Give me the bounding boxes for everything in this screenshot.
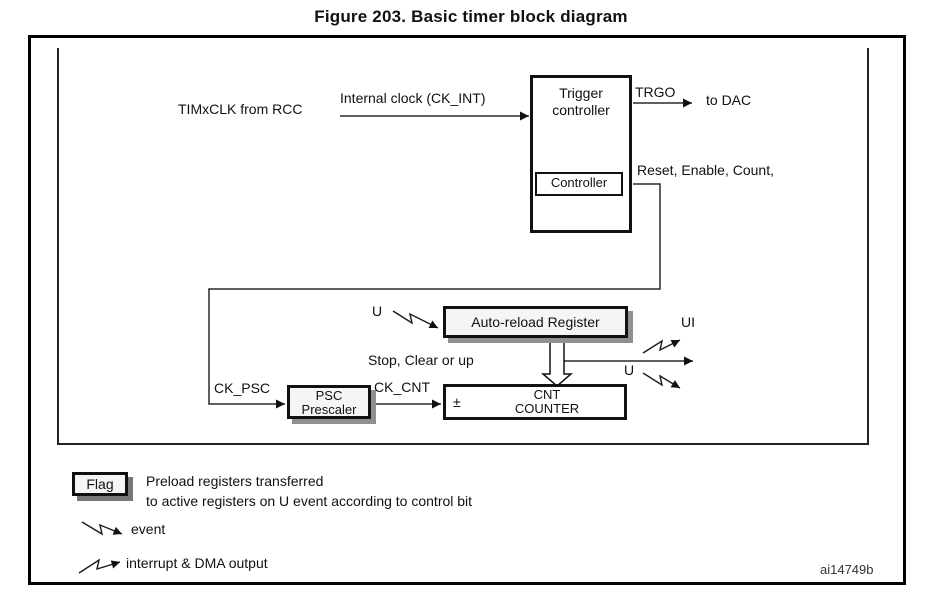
reset-enable-count-label: Reset, Enable, Count, [637,162,774,178]
diagram-frame [57,48,869,445]
figure-reference-id: ai14749b [820,562,874,577]
to-dac-label: to DAC [706,92,752,108]
legend-flag-label: Flag [86,476,114,492]
legend-interrupt-label: interrupt & DMA output [126,555,268,571]
controller-box: Controller [535,172,623,196]
psc-label-line2: Prescaler [301,402,357,417]
timxclk-label: TIMxCLK from RCC [178,101,303,117]
u-autoreload-label: U [372,303,383,319]
figure-title: Figure 203. Basic timer block diagram [314,7,628,26]
psc-label-line1: PSC [315,388,343,403]
legend-flag-desc-line1: Preload registers transferred [146,473,324,489]
ui-label: UI [681,314,695,330]
trgo-label: TRGO [635,84,676,100]
legend-event-label: event [131,521,166,537]
ck-psc-label: CK_PSC [214,380,271,396]
interrupt-dma-arrow-icon [78,558,121,574]
cnt-updown-sign: ± [453,394,461,410]
trigger-controller-box: Trigger controller [530,75,632,233]
ck-cnt-label: CK_CNT [374,379,431,395]
internal-clock-label: Internal clock (CK_INT) [340,90,486,106]
legend-flag-box: Flag [72,472,128,496]
stop-clear-label: Stop, Clear or up [368,352,474,368]
autoreload-register-label: Auto-reload Register [471,314,600,330]
cnt-label-line2: COUNTER [514,401,580,416]
autoreload-register-box: Auto-reload Register [443,306,628,338]
trigger-controller-label: Trigger controller [552,85,610,118]
u-counter-label: U [624,362,635,378]
controller-label: Controller [550,175,608,190]
cnt-counter-box: ± CNT COUNTER [443,384,627,420]
psc-prescaler-box: PSC Prescaler [287,385,371,419]
event-arrow-icon [81,521,123,536]
legend-flag-desc-line2: to active registers on U event according… [146,493,473,509]
cnt-label-line1: CNT [533,387,561,402]
